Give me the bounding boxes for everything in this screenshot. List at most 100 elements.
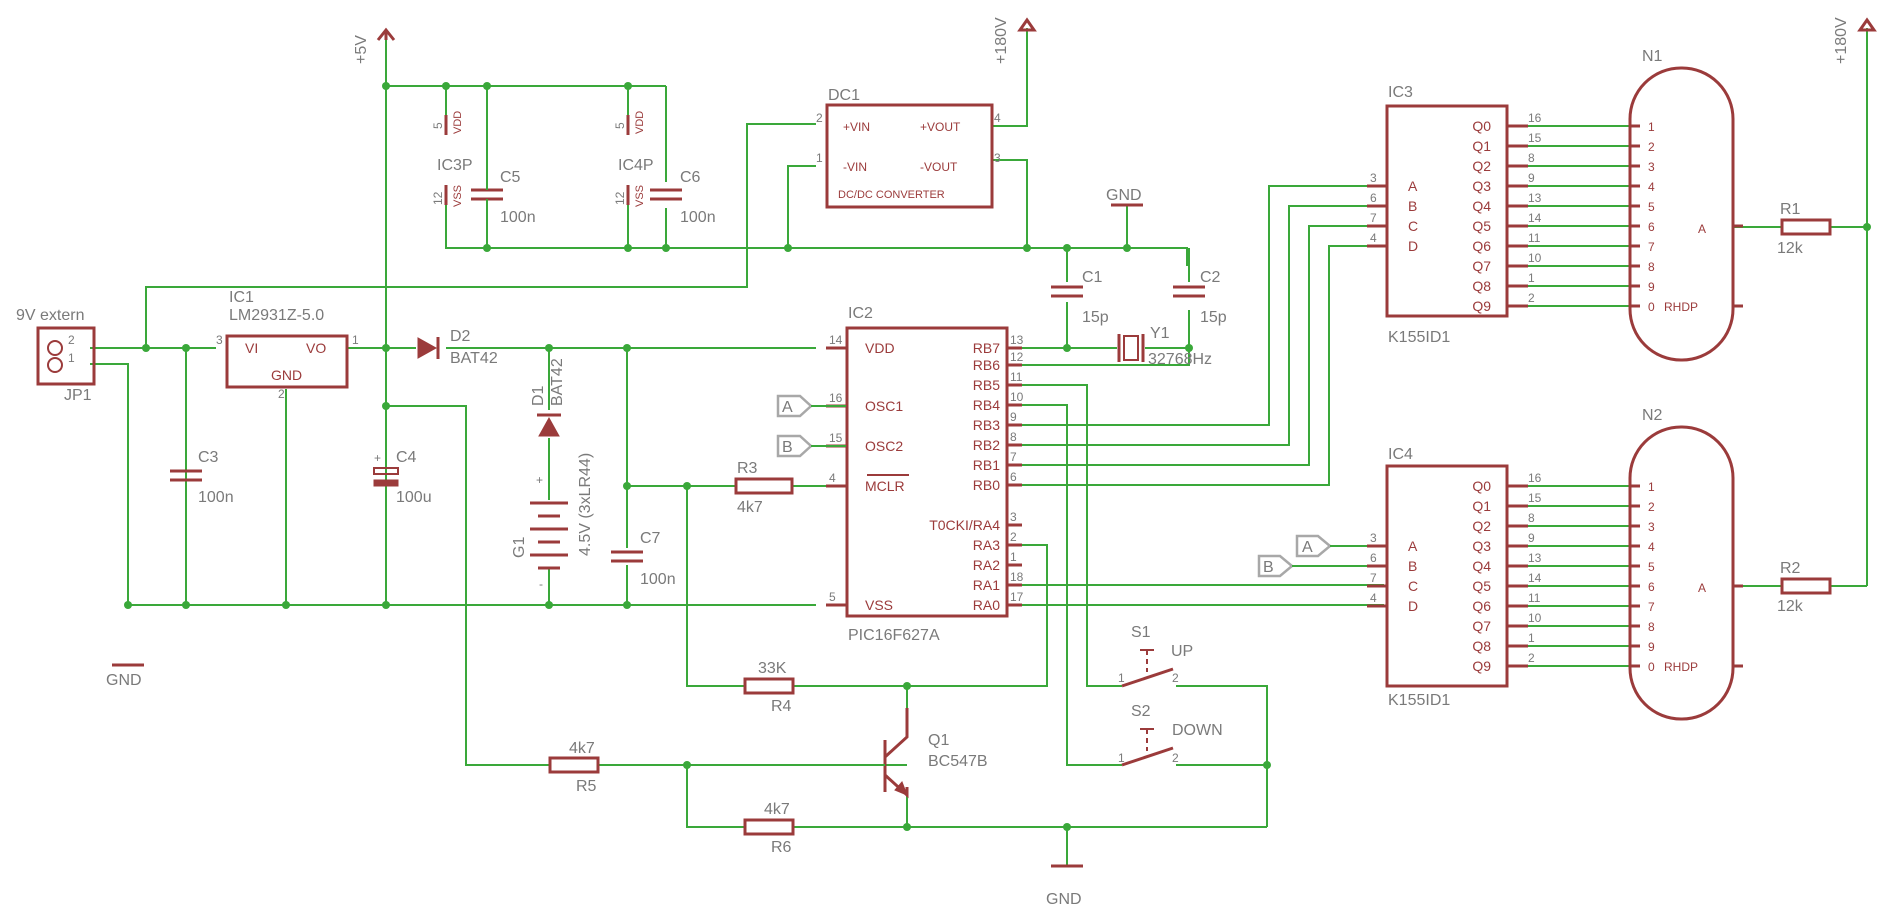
ground-left: GND bbox=[106, 663, 144, 689]
svg-text:12k: 12k bbox=[1777, 598, 1804, 615]
decoder-output-pin: 15 bbox=[1528, 491, 1542, 505]
svg-text:PIC16F627A: PIC16F627A bbox=[848, 627, 940, 644]
nixie-pin-label: 0 bbox=[1648, 300, 1655, 314]
mcu-pin-label: RA1 bbox=[973, 577, 1000, 593]
supply-180v-right: +180V bbox=[1833, 17, 1877, 64]
svg-text:UP: UP bbox=[1171, 643, 1193, 660]
decoder-output-label: Q1 bbox=[1472, 138, 1491, 154]
mcu-pin-label: RB0 bbox=[973, 477, 1000, 493]
supply-180v-dcdc: +180V bbox=[993, 17, 1037, 64]
svg-text:1: 1 bbox=[68, 351, 75, 365]
decoder-input-label: B bbox=[1408, 198, 1417, 214]
svg-text:1: 1 bbox=[1118, 751, 1125, 765]
decoder-output-pin: 2 bbox=[1528, 651, 1535, 665]
decoder-output-label: Q4 bbox=[1472, 198, 1491, 214]
svg-text:S1: S1 bbox=[1131, 624, 1151, 641]
mcu-pin-label: RB4 bbox=[973, 397, 1000, 413]
svg-text:2: 2 bbox=[1172, 751, 1179, 765]
mcu-pin-label: VDD bbox=[865, 340, 895, 356]
svg-text:A: A bbox=[1698, 581, 1706, 595]
svg-text:12: 12 bbox=[431, 191, 445, 205]
decoder-output-pin: 9 bbox=[1528, 531, 1535, 545]
switch-s2-down[interactable]: 1 2 S2 DOWN bbox=[1118, 703, 1223, 767]
connector-jp1: 9V extern JP1 2 1 bbox=[16, 307, 96, 404]
nixie-pin-label: 3 bbox=[1648, 520, 1655, 534]
capacitor-c7: C7 100n bbox=[611, 530, 676, 588]
svg-text:VI: VI bbox=[245, 340, 258, 356]
mcu-pin-number: 13 bbox=[1010, 333, 1024, 347]
nixie-pin-label: 0 bbox=[1648, 660, 1655, 674]
mcu-pin-label: MCLR bbox=[865, 478, 905, 494]
mcu-pin-number: 8 bbox=[1010, 430, 1017, 444]
decoder-output-label: Q6 bbox=[1472, 598, 1491, 614]
decoder-output-label: Q5 bbox=[1472, 218, 1491, 234]
nixie-pin-label: 2 bbox=[1648, 500, 1655, 514]
svg-text:N1: N1 bbox=[1642, 48, 1663, 65]
decoder-input-label: D bbox=[1408, 598, 1418, 614]
decoder-output-label: Q1 bbox=[1472, 498, 1491, 514]
svg-text:+VIN: +VIN bbox=[843, 120, 870, 134]
svg-text:Q1: Q1 bbox=[928, 732, 949, 749]
mcu-pin-number: 16 bbox=[829, 391, 843, 405]
port-flag-b-decoder: B bbox=[1257, 554, 1384, 578]
resistor-r4: 33K R4 bbox=[743, 660, 795, 715]
nixie-pin-label: 9 bbox=[1648, 280, 1655, 294]
svg-text:BAT42: BAT42 bbox=[549, 358, 566, 406]
decoder-output-label: Q7 bbox=[1472, 618, 1491, 634]
decoder-output-pin: 15 bbox=[1528, 131, 1542, 145]
supply-5v-label: +5V bbox=[353, 35, 370, 64]
decoder-output-pin: 8 bbox=[1528, 511, 1535, 525]
svg-text:4k7: 4k7 bbox=[737, 499, 763, 516]
port-flag-a-mcu: A bbox=[776, 394, 846, 418]
mcu-pin-number: 3 bbox=[1010, 510, 1017, 524]
svg-text:A: A bbox=[1698, 222, 1706, 236]
decoder-output-pin: 14 bbox=[1528, 211, 1542, 225]
mcu-pin-number: 5 bbox=[829, 590, 836, 604]
svg-text:4k7: 4k7 bbox=[764, 801, 790, 818]
decoder-output-label: Q9 bbox=[1472, 658, 1491, 674]
wires bbox=[90, 28, 1868, 865]
svg-text:VDD: VDD bbox=[634, 111, 646, 134]
svg-text:R3: R3 bbox=[737, 460, 758, 477]
svg-text:VDD: VDD bbox=[452, 111, 464, 134]
mcu-pin-label: OSC2 bbox=[865, 438, 903, 454]
capacitor-c1: C1 15p bbox=[1051, 269, 1109, 326]
power-pins-ic4p: 5 VDD 12 VSS IC4P bbox=[613, 111, 654, 207]
mcu-pin-number: 15 bbox=[829, 431, 843, 445]
svg-text:C1: C1 bbox=[1082, 269, 1103, 286]
ground-top-label: GND bbox=[1106, 187, 1142, 204]
svg-text:IC4P: IC4P bbox=[618, 157, 654, 174]
svg-text:C2: C2 bbox=[1200, 269, 1221, 286]
mcu-pin-number: 14 bbox=[829, 333, 843, 347]
diode-d1: D1 BAT42 bbox=[530, 358, 566, 437]
regulator-ic1: IC1 LM2931Z-5.0 VI VO GND 3 1 2 bbox=[216, 289, 359, 401]
mcu-pin-number: 6 bbox=[1010, 470, 1017, 484]
switch-s1-up[interactable]: 1 2 S1 UP bbox=[1118, 624, 1193, 688]
svg-text:A: A bbox=[1302, 539, 1313, 556]
capacitor-c5: C5 100n bbox=[471, 169, 536, 226]
capacitor-c3: C3 100n bbox=[170, 449, 234, 506]
decoder-output-pin: 9 bbox=[1528, 171, 1535, 185]
power-pins-ic3p: 5 VDD 12 VSS IC3P bbox=[431, 111, 473, 207]
svg-text:D2: D2 bbox=[450, 328, 471, 345]
mcu-pin-label: RB3 bbox=[973, 417, 1000, 433]
nixie-pin-label: 7 bbox=[1648, 240, 1655, 254]
nixie-rhdp-label: RHDP bbox=[1664, 300, 1698, 314]
resistor-r6: 4k7 R6 bbox=[743, 801, 795, 856]
decoder-input-pin: 7 bbox=[1370, 571, 1377, 585]
svg-text:2: 2 bbox=[278, 387, 285, 401]
svg-text:R2: R2 bbox=[1780, 560, 1801, 577]
decoder-output-pin: 11 bbox=[1528, 591, 1541, 605]
svg-text:1: 1 bbox=[816, 151, 823, 165]
svg-text:+: + bbox=[374, 451, 381, 465]
svg-text:2: 2 bbox=[68, 333, 75, 347]
resistor-r1: R1 12k bbox=[1777, 201, 1832, 257]
decoder-output-label: Q8 bbox=[1472, 638, 1491, 654]
decoder-input-pin: 7 bbox=[1370, 211, 1377, 225]
nixie-pin-label: 6 bbox=[1648, 220, 1655, 234]
svg-text:+VOUT: +VOUT bbox=[920, 120, 961, 134]
svg-text:VO: VO bbox=[306, 340, 326, 356]
